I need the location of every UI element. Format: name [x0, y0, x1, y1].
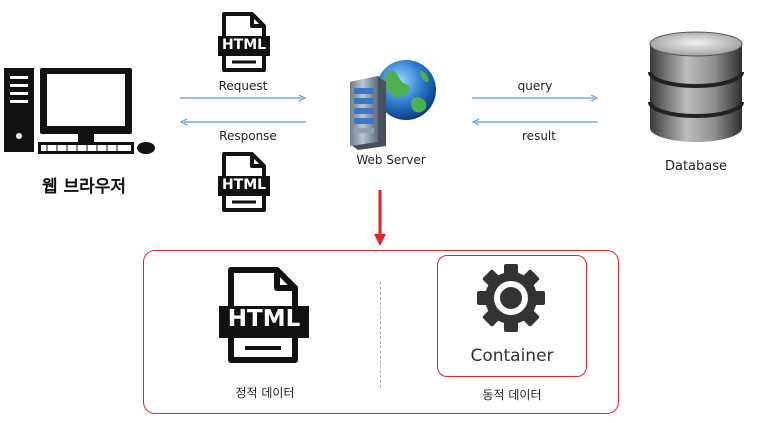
html-file-icon-text: HTML — [221, 177, 267, 193]
database-icon — [646, 30, 746, 146]
dynamic-data-label: 동적 데이터 — [482, 388, 542, 402]
web-server-icon — [340, 56, 444, 152]
divider — [380, 282, 381, 388]
static-html-icon — [219, 266, 309, 364]
html-file-icon-text: HTML — [221, 37, 267, 53]
client-label: 웹 브라우저 — [41, 177, 127, 197]
container-box — [437, 255, 587, 377]
down-arrow — [373, 190, 387, 248]
query-arrow — [470, 92, 600, 104]
content-box — [143, 250, 619, 414]
result-arrow — [470, 116, 600, 128]
request-arrow — [178, 92, 308, 104]
container-label: Container — [470, 346, 554, 366]
query-label: query — [517, 79, 553, 93]
response-arrow — [178, 116, 308, 128]
response-label: Response — [219, 129, 277, 143]
html-file-icon — [218, 12, 270, 72]
database-label: Database — [664, 159, 728, 174]
server-label: Web Server — [356, 153, 426, 167]
static-html-icon-text: HTML — [227, 306, 301, 332]
request-label: Request — [218, 79, 268, 93]
result-label: result — [522, 129, 556, 143]
computer-icon — [0, 64, 160, 158]
html-file-icon — [218, 152, 270, 212]
static-data-label: 정적 데이터 — [235, 386, 295, 400]
gear-icon — [473, 260, 549, 336]
